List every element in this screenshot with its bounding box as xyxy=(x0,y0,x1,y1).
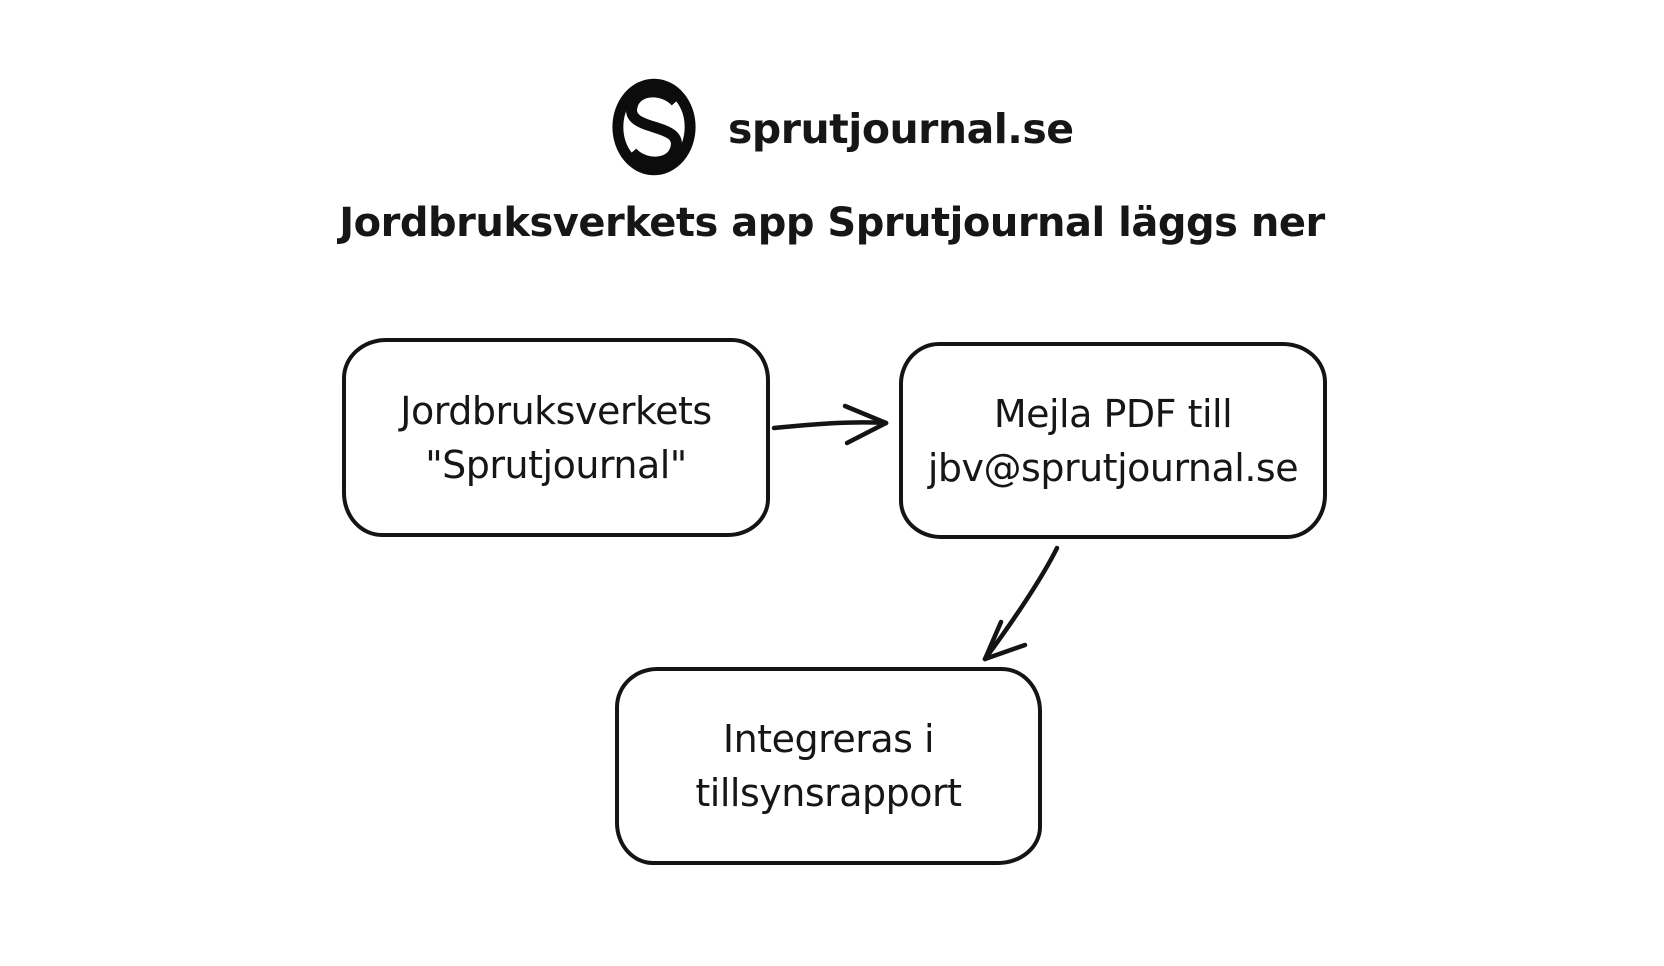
node-text-line: Mejla PDF till xyxy=(993,391,1233,436)
flow-node-mejla-pdf: Mejla PDF till jbv@sprutjournal.se xyxy=(899,342,1327,539)
arrow-app-to-email-icon xyxy=(771,403,889,446)
node-text-line: tillsynsrapport xyxy=(695,771,962,815)
flow-node-integreras-tillsynsrapport: Integreras i tillsynsrapport xyxy=(615,667,1042,865)
site-name: sprutjournal.se xyxy=(728,105,1074,153)
node-text-line: "Sprutjournal" xyxy=(425,442,687,487)
node-text-line: jbv@sprutjournal.se xyxy=(927,445,1299,490)
page-title: Jordbruksverkets app Sprutjournal läggs … xyxy=(339,200,1325,246)
arrow-email-to-report-icon xyxy=(982,545,1060,662)
site-header: sprutjournal.se xyxy=(612,78,1074,176)
node-text-line: Integreras i xyxy=(722,717,935,761)
flow-node-jordbruksverkets-sprutjournal: Jordbruksverkets "Sprutjournal" xyxy=(342,338,770,537)
s-circle-logo-icon xyxy=(612,78,696,176)
node-text-line: Jordbruksverkets xyxy=(400,388,712,433)
